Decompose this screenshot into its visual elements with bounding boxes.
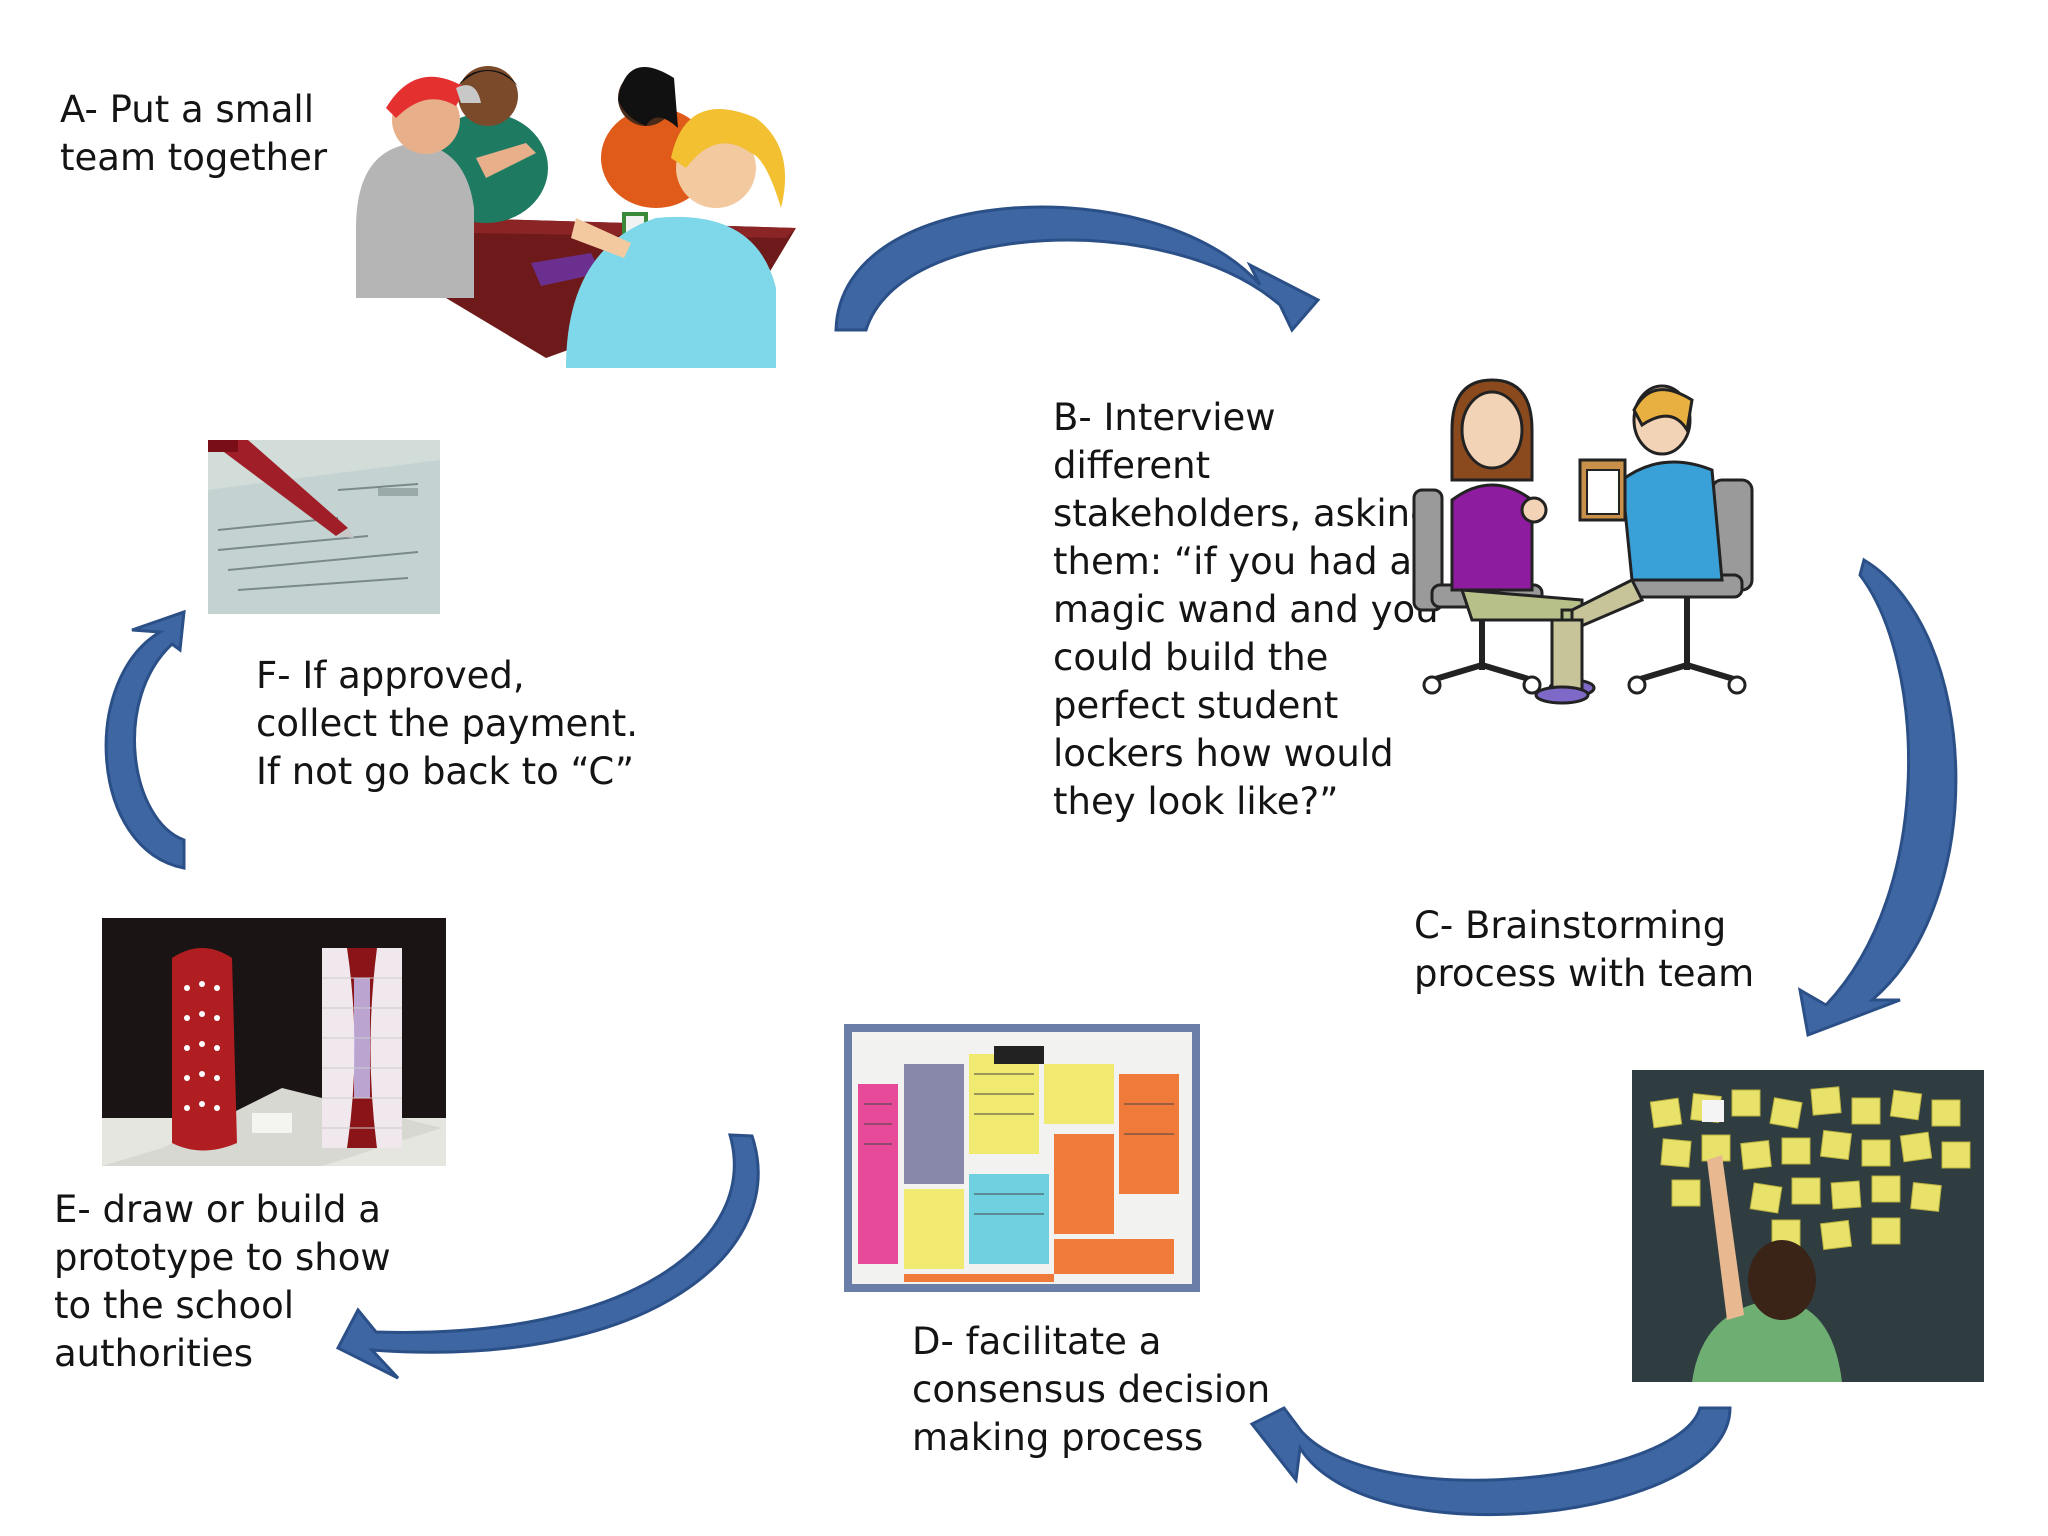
step-d-text: D- facilitate a consensus decision makin…	[912, 1318, 1270, 1462]
step-c-line: C- Brainstorming	[1414, 904, 1727, 947]
affinity-board-photo	[844, 1024, 1200, 1292]
step-c-text: C- Brainstorming process with team	[1414, 902, 1754, 998]
step-b-text: B- Interview different stakeholders, ask…	[1053, 394, 1439, 826]
step-e-line: prototype to show	[54, 1236, 391, 1279]
step-e-text: E- draw or build a prototype to show to …	[54, 1186, 391, 1378]
step-d-line: making process	[912, 1416, 1204, 1459]
step-a-line: A- Put a small	[60, 88, 314, 131]
step-f-line: If not go back to “C”	[256, 750, 635, 793]
step-f-line: collect the payment.	[256, 702, 638, 745]
step-e-line: E- draw or build a	[54, 1188, 381, 1231]
prototype-model-photo	[102, 918, 446, 1166]
arrow-b-to-c	[1797, 557, 1958, 1038]
step-b-line: magic wand and you	[1053, 588, 1439, 631]
step-f-line: F- If approved,	[256, 654, 525, 697]
arrow-c-to-d	[1249, 1406, 1732, 1517]
step-a-text: A- Put a small team together	[60, 86, 327, 182]
step-b-line: different	[1053, 444, 1211, 487]
interview-illustration	[1412, 378, 1754, 705]
step-b-line: could build the	[1053, 636, 1329, 679]
arrow-d-to-e	[335, 1133, 760, 1380]
step-a-line: team together	[60, 136, 328, 179]
step-b-line: perfect student	[1053, 684, 1339, 727]
team-meeting-illustration	[356, 66, 796, 368]
step-f-text: F- If approved, collect the payment. If …	[256, 652, 638, 796]
check-and-pen-photo	[208, 440, 440, 614]
step-b-line: them: “if you had a	[1053, 540, 1413, 583]
step-b-line: B- Interview	[1053, 396, 1276, 439]
step-e-line: authorities	[54, 1332, 254, 1375]
sticky-notes-wall-photo	[1632, 1070, 1984, 1382]
step-b-line: stakeholders, asking	[1053, 492, 1434, 535]
step-d-line: consensus decision	[912, 1368, 1271, 1411]
step-c-line: process with team	[1414, 952, 1755, 995]
arrow-e-to-f	[104, 609, 186, 870]
step-d-line: D- facilitate a	[912, 1320, 1162, 1363]
step-b-line: lockers how would	[1053, 732, 1394, 775]
step-e-line: to the school	[54, 1284, 295, 1327]
step-b-line: they look like?”	[1053, 780, 1339, 823]
arrow-a-to-b	[834, 205, 1321, 333]
